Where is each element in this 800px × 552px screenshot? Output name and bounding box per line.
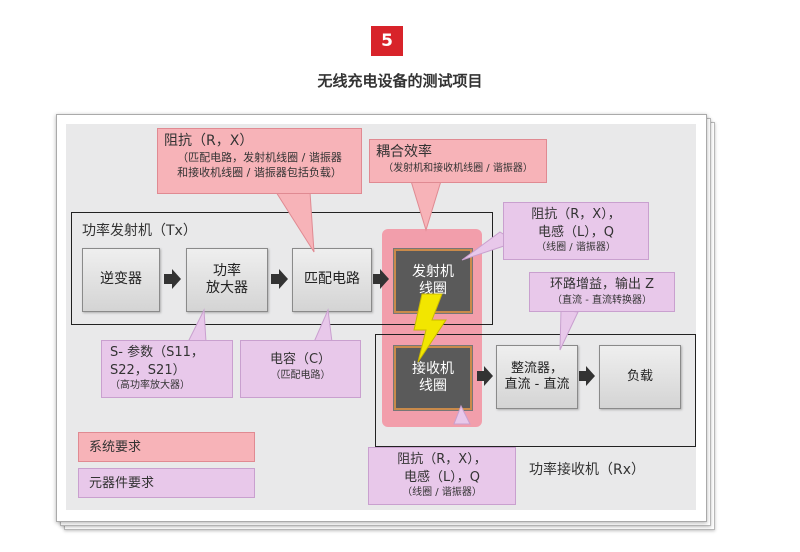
tx-coil-params-line2: 电感（L），Q xyxy=(538,224,614,240)
tx-coil-params-line1: 阻抗（R，X）， xyxy=(531,207,621,222)
tx-coil-label-line2: 线圈 xyxy=(419,281,447,297)
rx-coil-params-line1: 阻抗（R，X）， xyxy=(397,452,487,467)
rx-coil-params-sub: （线圈 / 谐振器） xyxy=(402,487,482,499)
page-heading: 无线充电设备的测试项目 xyxy=(317,72,483,90)
callout-pointer xyxy=(275,191,315,253)
matching-circuit-block: 匹配电路 xyxy=(292,248,372,312)
arrow-icon xyxy=(164,269,181,289)
tx-region-label: 功率发射机（Tx） xyxy=(82,223,197,239)
s-parameters-callout: S- 参数（S11， S22，S21） （高功率放大器） xyxy=(101,340,233,398)
impedance-system-title: 阻抗（R，X） xyxy=(164,133,254,149)
rx-coil-block: 接收机 线圈 xyxy=(393,345,473,411)
rectifier-label-line1: 整流器， xyxy=(510,360,563,376)
loop-gain-line1: 环路增益，输出 Z xyxy=(549,277,655,292)
diagram-panel: 功率发射机（Tx） 功率接收机（Rx） 逆变器 功率 放大器 匹配电路 发射机 … xyxy=(66,124,696,510)
arrow-icon xyxy=(373,269,389,289)
capacitance-sub: （匹配电路） xyxy=(270,369,331,381)
legend-component-label: 元器件要求 xyxy=(89,476,155,491)
load-label: 负载 xyxy=(626,368,653,384)
s-parameters-line1: S- 参数（S11， xyxy=(110,345,204,360)
coupling-efficiency-sub: （发射机和接收机线圈 / 谐振器） xyxy=(383,162,533,174)
section-number-badge: 5 xyxy=(371,26,403,56)
legend-system-label: 系统要求 xyxy=(89,440,142,455)
legend-component-requirement: 元器件要求 xyxy=(78,468,255,498)
arrow-icon xyxy=(477,366,493,386)
rx-coil-params-callout: 阻抗（R，X）， 电感（L），Q （线圈 / 谐振器） xyxy=(368,447,516,505)
rx-coil-label-line2: 线圈 xyxy=(419,378,447,394)
tx-coil-params-sub: （线圈 / 谐振器） xyxy=(536,242,616,254)
coupling-efficiency-title: 耦合效率 xyxy=(376,144,432,160)
coupling-efficiency-callout: 耦合效率 （发射机和接收机线圈 / 谐振器） xyxy=(369,139,547,183)
diagram-frame: 功率发射机（Tx） 功率接收机（Rx） 逆变器 功率 放大器 匹配电路 发射机 … xyxy=(56,114,707,522)
impedance-system-sub2: 和接收机线圈 / 谐振器包括负载） xyxy=(177,165,342,179)
impedance-system-callout: 阻抗（R，X） （匹配电路，发射机线圈 / 谐振器 和接收机线圈 / 谐振器包括… xyxy=(157,128,362,194)
capacitance-line1: 电容（C） xyxy=(269,352,332,367)
rx-region xyxy=(375,334,696,447)
legend-system-requirement: 系统要求 xyxy=(78,432,255,462)
matching-circuit-label: 匹配电路 xyxy=(304,271,360,288)
s-parameters-sub: （高功率放大器） xyxy=(110,380,190,392)
rx-region-label: 功率接收机（Rx） xyxy=(529,462,646,478)
arrow-icon xyxy=(271,269,288,289)
capacitance-callout: 电容（C） （匹配电路） xyxy=(240,340,361,398)
power-amplifier-label-line2: 放大器 xyxy=(206,280,248,296)
rx-coil-params-line2: 电感（L），Q xyxy=(404,469,480,485)
callout-pointer xyxy=(410,180,442,232)
loop-gain-sub: （直流 - 直流转换器） xyxy=(552,294,652,306)
s-parameters-line2: S22，S21） xyxy=(110,362,186,378)
rectifier-label-line2: 直流 - 直流 xyxy=(504,377,570,392)
callout-pointer xyxy=(313,308,333,343)
rectifier-block: 整流器， 直流 - 直流 xyxy=(496,345,578,409)
power-amplifier-block: 功率 放大器 xyxy=(186,248,268,312)
inverter-block: 逆变器 xyxy=(82,248,160,312)
tx-coil-params-callout: 阻抗（R，X）， 电感（L），Q （线圈 / 谐振器） xyxy=(503,202,649,260)
callout-pointer xyxy=(187,308,207,343)
tx-region xyxy=(71,212,493,325)
arrow-icon xyxy=(579,366,595,386)
power-amplifier-label-line1: 功率 xyxy=(213,262,241,279)
inverter-label: 逆变器 xyxy=(100,271,142,288)
load-block: 负载 xyxy=(599,345,681,409)
impedance-system-sub1: （匹配电路，发射机线圈 / 谐振器 xyxy=(177,150,342,164)
lightning-bolt-icon xyxy=(413,293,447,363)
tx-coil-label-line1: 发射机 xyxy=(412,263,454,280)
loop-gain-callout: 环路增益，输出 Z （直流 - 直流转换器） xyxy=(529,272,675,312)
callout-pointer xyxy=(453,404,471,425)
rx-coil-label-line1: 接收机 xyxy=(412,360,454,377)
callout-pointer xyxy=(559,309,579,351)
